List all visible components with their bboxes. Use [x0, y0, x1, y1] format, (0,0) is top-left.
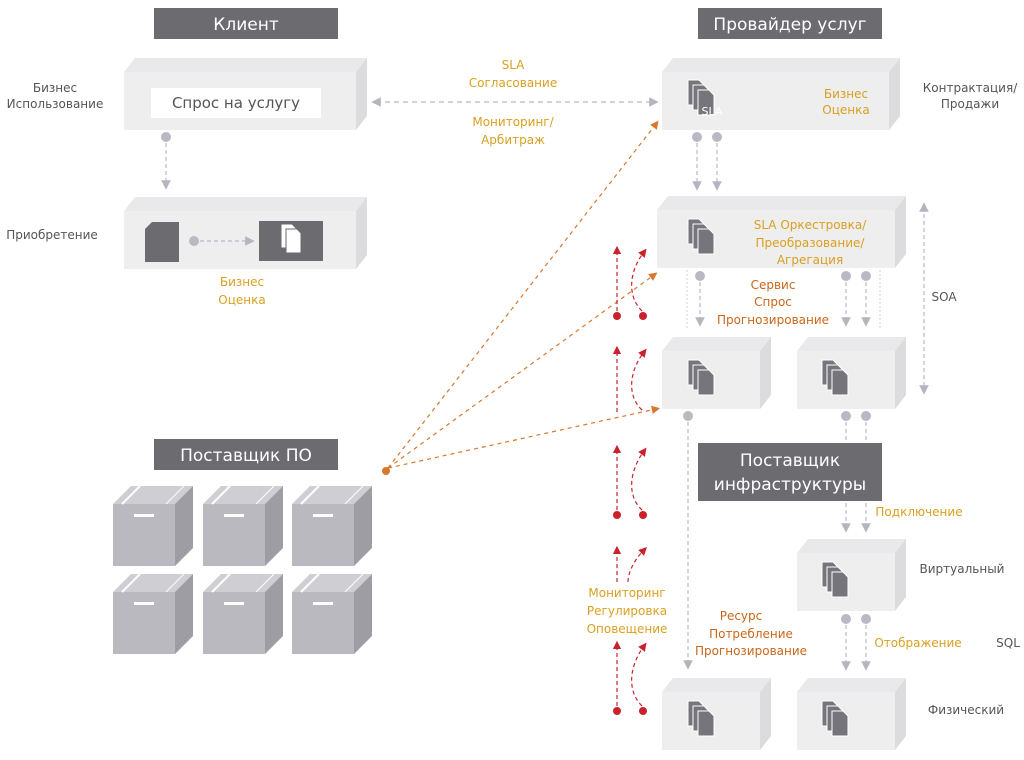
resource-line3: Прогнозирование [695, 644, 807, 658]
client-eval-line1: Бизнес [220, 275, 264, 289]
provider-business-box: SLA [662, 58, 900, 130]
sql-label: SQL [996, 636, 1020, 650]
service-line3: Прогнозирование [717, 313, 829, 327]
service-box-right [797, 337, 906, 409]
demand-label: Спрос на услугу [172, 94, 300, 112]
business-use-line1: Бизнес [33, 81, 77, 95]
physical-label: Физический [928, 703, 1004, 717]
orch-line3: Агрегация [777, 253, 843, 267]
documents-icon [280, 223, 302, 254]
client-eval-line2: Оценка [218, 293, 265, 307]
link-sla: SLA [502, 58, 526, 72]
orch-line1: SLA Оркестровка/ [754, 218, 868, 232]
link-agreement: Согласование [469, 76, 557, 90]
client-acquisition-box [124, 197, 367, 269]
connector-dot [161, 132, 171, 142]
contracting-line1: Контрактация/ [923, 81, 1018, 95]
monitoring-line3: Оповещение [587, 622, 668, 636]
provider-business-connectors [692, 132, 722, 191]
resource-line1: Ресурс [720, 609, 763, 623]
connection-label: Подключение [875, 505, 962, 519]
provider-eval-line2: Оценка [822, 103, 869, 117]
monitoring-arrows [612, 245, 647, 715]
provider-header-text: Провайдер услуг [713, 15, 866, 35]
acquisition-label: Приобретение [6, 228, 98, 242]
virtual-connectors [841, 614, 871, 671]
orch-line2: Преобразование/ [756, 236, 866, 250]
contracting-line2: Продажи [941, 97, 999, 111]
link-monitoring: Мониторинг/ [472, 115, 554, 129]
infra-vendor-header-line2: инфраструктуры [714, 475, 866, 495]
soa-label: SOA [931, 290, 957, 304]
right-service-connectors [841, 411, 871, 533]
resource-line2: Потребление [709, 627, 793, 641]
monitoring-line1: Мониторинг [588, 586, 665, 600]
link-arbitrage: Арбитраж [481, 133, 545, 147]
infra-vendor-header: Поставщик инфраструктуры [698, 443, 882, 501]
orchestration-box [657, 196, 906, 268]
provider-eval-line1: Бизнес [824, 87, 868, 101]
vendor-delivery-arrows [387, 120, 661, 469]
provider-header: Провайдер услуг [698, 8, 882, 39]
service-box-left [662, 337, 771, 409]
monitoring-line2: Регулировка [587, 604, 667, 618]
client-demand-box: Спрос на услугу [124, 58, 367, 130]
software-crates [112, 485, 373, 655]
physical-box-right [797, 678, 906, 750]
client-header-text: Клиент [213, 15, 279, 35]
vendor-source-dot [382, 467, 390, 475]
physical-box-left [662, 678, 771, 750]
connector-dot [683, 411, 693, 421]
client-header: Клиент [154, 8, 338, 39]
virtual-label: Виртуальный [920, 562, 1005, 576]
business-use-line2: Использование [7, 97, 104, 111]
virtual-box [797, 539, 906, 611]
service-line1: Сервис [751, 278, 796, 292]
infra-vendor-header-line1: Поставщик [740, 451, 840, 471]
mapping-label: Отображение [874, 636, 961, 650]
orchestration-connectors [686, 270, 881, 330]
service-line2: Спрос [754, 295, 792, 309]
software-vendor-header: Поставщик ПО [154, 439, 338, 470]
sla-badge: SLA [702, 105, 723, 118]
software-vendor-header-text: Поставщик ПО [180, 446, 312, 466]
document-icon [145, 222, 179, 262]
